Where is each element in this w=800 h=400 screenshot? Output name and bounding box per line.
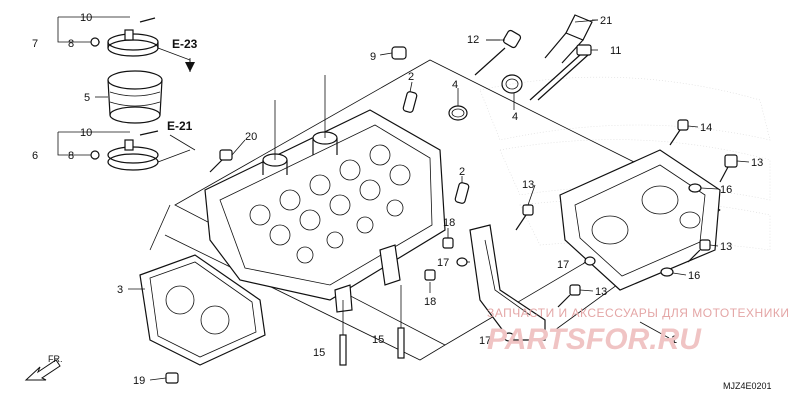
head-gasket: [128, 254, 266, 366]
bolt-20: [209, 139, 246, 173]
stud-bolts: [339, 285, 405, 366]
callout-13-c: 13: [720, 241, 732, 253]
dowel-pin-upper: [402, 81, 418, 113]
reference-arrow-e21: [169, 134, 196, 151]
callout-4-left: 4: [452, 79, 458, 91]
long-bolt-11: [529, 44, 598, 101]
callout-1: 1: [671, 334, 677, 346]
callout-10-bottom: 10: [80, 127, 92, 139]
leader-lines: [467, 19, 750, 341]
callout-16-upper: 16: [720, 184, 732, 196]
callout-15-left: 15: [313, 347, 325, 359]
callout-15-right: 15: [372, 334, 384, 346]
lower-clamp-band: [57, 130, 191, 171]
watermark: ЗАПЧАСТИ И АКСЕССУАРЫ ДЛЯ МОТОТЕХНИКИ PA…: [487, 306, 789, 356]
callout-17-bottom: 17: [479, 335, 491, 347]
intake-insulator: [95, 70, 163, 124]
callout-18-upper: 18: [443, 217, 455, 229]
callout-4-right: 4: [512, 111, 518, 123]
callout-20: 20: [245, 131, 257, 143]
callout-17-left: 17: [437, 257, 449, 269]
callout-7: 7: [32, 38, 38, 50]
callout-10-top: 10: [80, 12, 92, 24]
callout-19: 19: [133, 375, 145, 387]
callout-18-lower: 18: [424, 296, 436, 308]
cylinder-head-cover: [559, 149, 721, 291]
watermark-logo: PARTSFOR.RU: [487, 323, 702, 356]
callout-labels: 10 7 8 5 10 6 8 3 19 20 9 2 4 12 21 11 4…: [32, 12, 772, 391]
reference-e23: E-23: [172, 37, 198, 51]
cylinder-head: [204, 75, 446, 313]
callout-5: 5: [84, 92, 90, 104]
bolt-19: [149, 372, 179, 384]
callout-6: 6: [32, 150, 38, 162]
callout-14: 14: [700, 122, 712, 134]
reference-arrow-e23: [185, 58, 195, 72]
callout-13-b: 13: [751, 157, 763, 169]
callout-13-d: 13: [595, 286, 607, 298]
sensor-12: [474, 29, 522, 76]
o-ring-left: [448, 88, 468, 121]
o-ring-right: [501, 74, 523, 110]
upper-clamp-band: [57, 16, 191, 72]
callout-2-lower: 2: [459, 166, 465, 178]
dowel-pin-lower: [454, 176, 470, 204]
front-arrow-label: FR.: [48, 354, 63, 364]
reference-e21: E-21: [167, 119, 193, 133]
callout-3: 3: [117, 284, 123, 296]
callout-2-upper: 2: [408, 71, 414, 83]
watermark-caption: ЗАПЧАСТИ И АКСЕССУАРЫ ДЛЯ МОТОТЕХНИКИ: [487, 306, 789, 320]
callout-11: 11: [610, 45, 621, 57]
callout-8-top: 8: [68, 38, 74, 50]
callout-13-a: 13: [522, 179, 534, 191]
spark-plug: [544, 14, 598, 64]
callout-8-bottom: 8: [68, 150, 74, 162]
diagram-code: MJZ4E0201: [723, 381, 772, 391]
callout-21: 21: [600, 15, 612, 27]
callout-12: 12: [467, 34, 479, 46]
callout-9: 9: [370, 51, 376, 63]
mounting-bracket: [469, 224, 546, 341]
front-direction-arrow: [24, 359, 61, 381]
callout-16-lower: 16: [688, 270, 700, 282]
callout-17-middle: 17: [557, 259, 569, 271]
cap-9: [379, 46, 407, 60]
